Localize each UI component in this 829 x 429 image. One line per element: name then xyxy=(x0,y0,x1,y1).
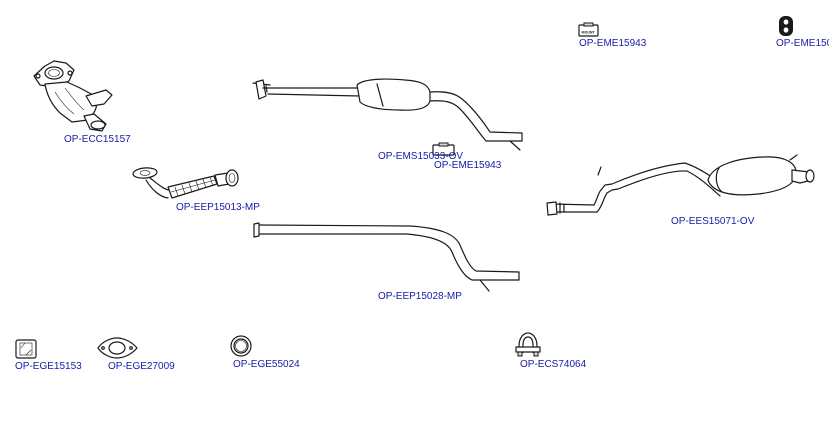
rubber-hanger-top[interactable] xyxy=(779,16,793,36)
clamp[interactable] xyxy=(515,332,541,357)
part-label-mount-mid[interactable]: OP-EME15943 xyxy=(434,160,502,171)
part-label-middle-silencer[interactable]: OP-EMS15033-OV xyxy=(378,151,464,162)
middle-silencer[interactable] xyxy=(252,78,523,151)
part-label-ring-gasket[interactable]: OP-EGE55024 xyxy=(233,359,300,370)
oval-gasket[interactable] xyxy=(97,337,138,359)
part-label-connecting-pipe[interactable]: OP-EEP15028-MP xyxy=(378,291,462,302)
part-label-hanger-top[interactable]: OP-EME150 xyxy=(776,38,829,49)
rubber-mount-mid[interactable] xyxy=(432,142,455,156)
square-gasket[interactable] xyxy=(15,339,37,359)
ring-gasket[interactable] xyxy=(230,335,252,357)
rubber-mount-top[interactable]: MOUNT xyxy=(578,22,599,37)
part-label-rear-silencer[interactable]: OP-EES15071-OV xyxy=(671,216,755,227)
svg-text:MOUNT: MOUNT xyxy=(582,31,596,35)
flexible-front-pipe[interactable] xyxy=(132,167,239,199)
part-label-catalytic-converter[interactable]: OP-ECC15157 xyxy=(64,134,131,145)
part-label-oval-gasket[interactable]: OP-EGE27009 xyxy=(108,361,175,372)
part-label-flex-front-pipe[interactable]: OP-EEP15013-MP xyxy=(176,202,260,213)
part-label-mount-top[interactable]: OP-EME15943 xyxy=(579,38,647,49)
connecting-pipe[interactable] xyxy=(253,222,520,292)
rear-silencer[interactable] xyxy=(546,154,815,216)
catalytic-converter[interactable] xyxy=(33,60,113,132)
part-label-clamp[interactable]: OP-ECS74064 xyxy=(520,359,587,370)
part-label-square-gasket[interactable]: OP-EGE15153 xyxy=(15,361,82,372)
